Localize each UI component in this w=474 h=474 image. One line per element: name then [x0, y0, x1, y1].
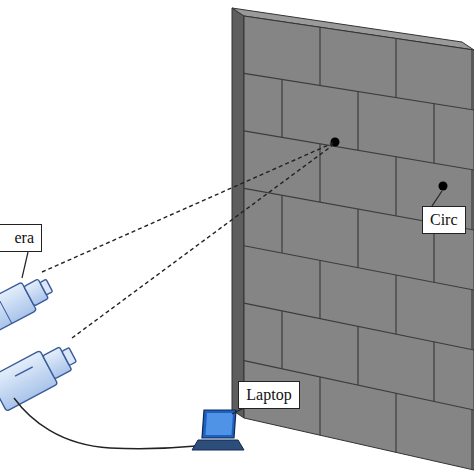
callout-label: Circ	[430, 210, 458, 229]
mortar-joint	[395, 275, 396, 334]
mortar-joint	[471, 410, 472, 470]
target-dot	[439, 182, 448, 191]
callout-label: Laptop	[246, 385, 291, 404]
mortar-joint	[433, 342, 434, 402]
laptop-icon	[192, 410, 244, 450]
mortar-joint	[319, 377, 320, 435]
mortar-joint	[319, 260, 320, 318]
callout-box: era	[0, 224, 42, 252]
leader-line	[22, 252, 28, 278]
mortar-joint	[281, 79, 282, 137]
mortar-line	[244, 73, 474, 110]
mortar-joint	[357, 92, 358, 151]
leader-line	[432, 191, 442, 206]
cable	[14, 398, 196, 449]
callout-box: Circ	[422, 206, 466, 234]
callout-label: era	[14, 228, 34, 247]
mortar-joint	[357, 326, 358, 385]
mortar-joint	[471, 50, 472, 110]
mortar-joint	[433, 104, 434, 164]
mortar-joint	[319, 27, 320, 85]
camera	[0, 338, 82, 411]
mortar-joint	[319, 144, 320, 202]
mortar-joint	[471, 170, 472, 230]
mortar-joint	[281, 195, 282, 253]
mortar-joint	[395, 38, 396, 97]
brick-wall	[232, 8, 474, 470]
mortar-line	[244, 131, 474, 170]
sight-line	[72, 145, 333, 338]
mortar-joint	[395, 157, 396, 216]
callout-box: Laptop	[238, 381, 300, 409]
mortar-line	[244, 246, 474, 290]
mortar-joint	[281, 311, 282, 369]
camera	[0, 271, 57, 333]
mortar-line	[244, 303, 474, 350]
mortar-joint	[471, 290, 472, 350]
mortar-joint	[357, 209, 358, 268]
mortar-joint	[395, 393, 396, 452]
